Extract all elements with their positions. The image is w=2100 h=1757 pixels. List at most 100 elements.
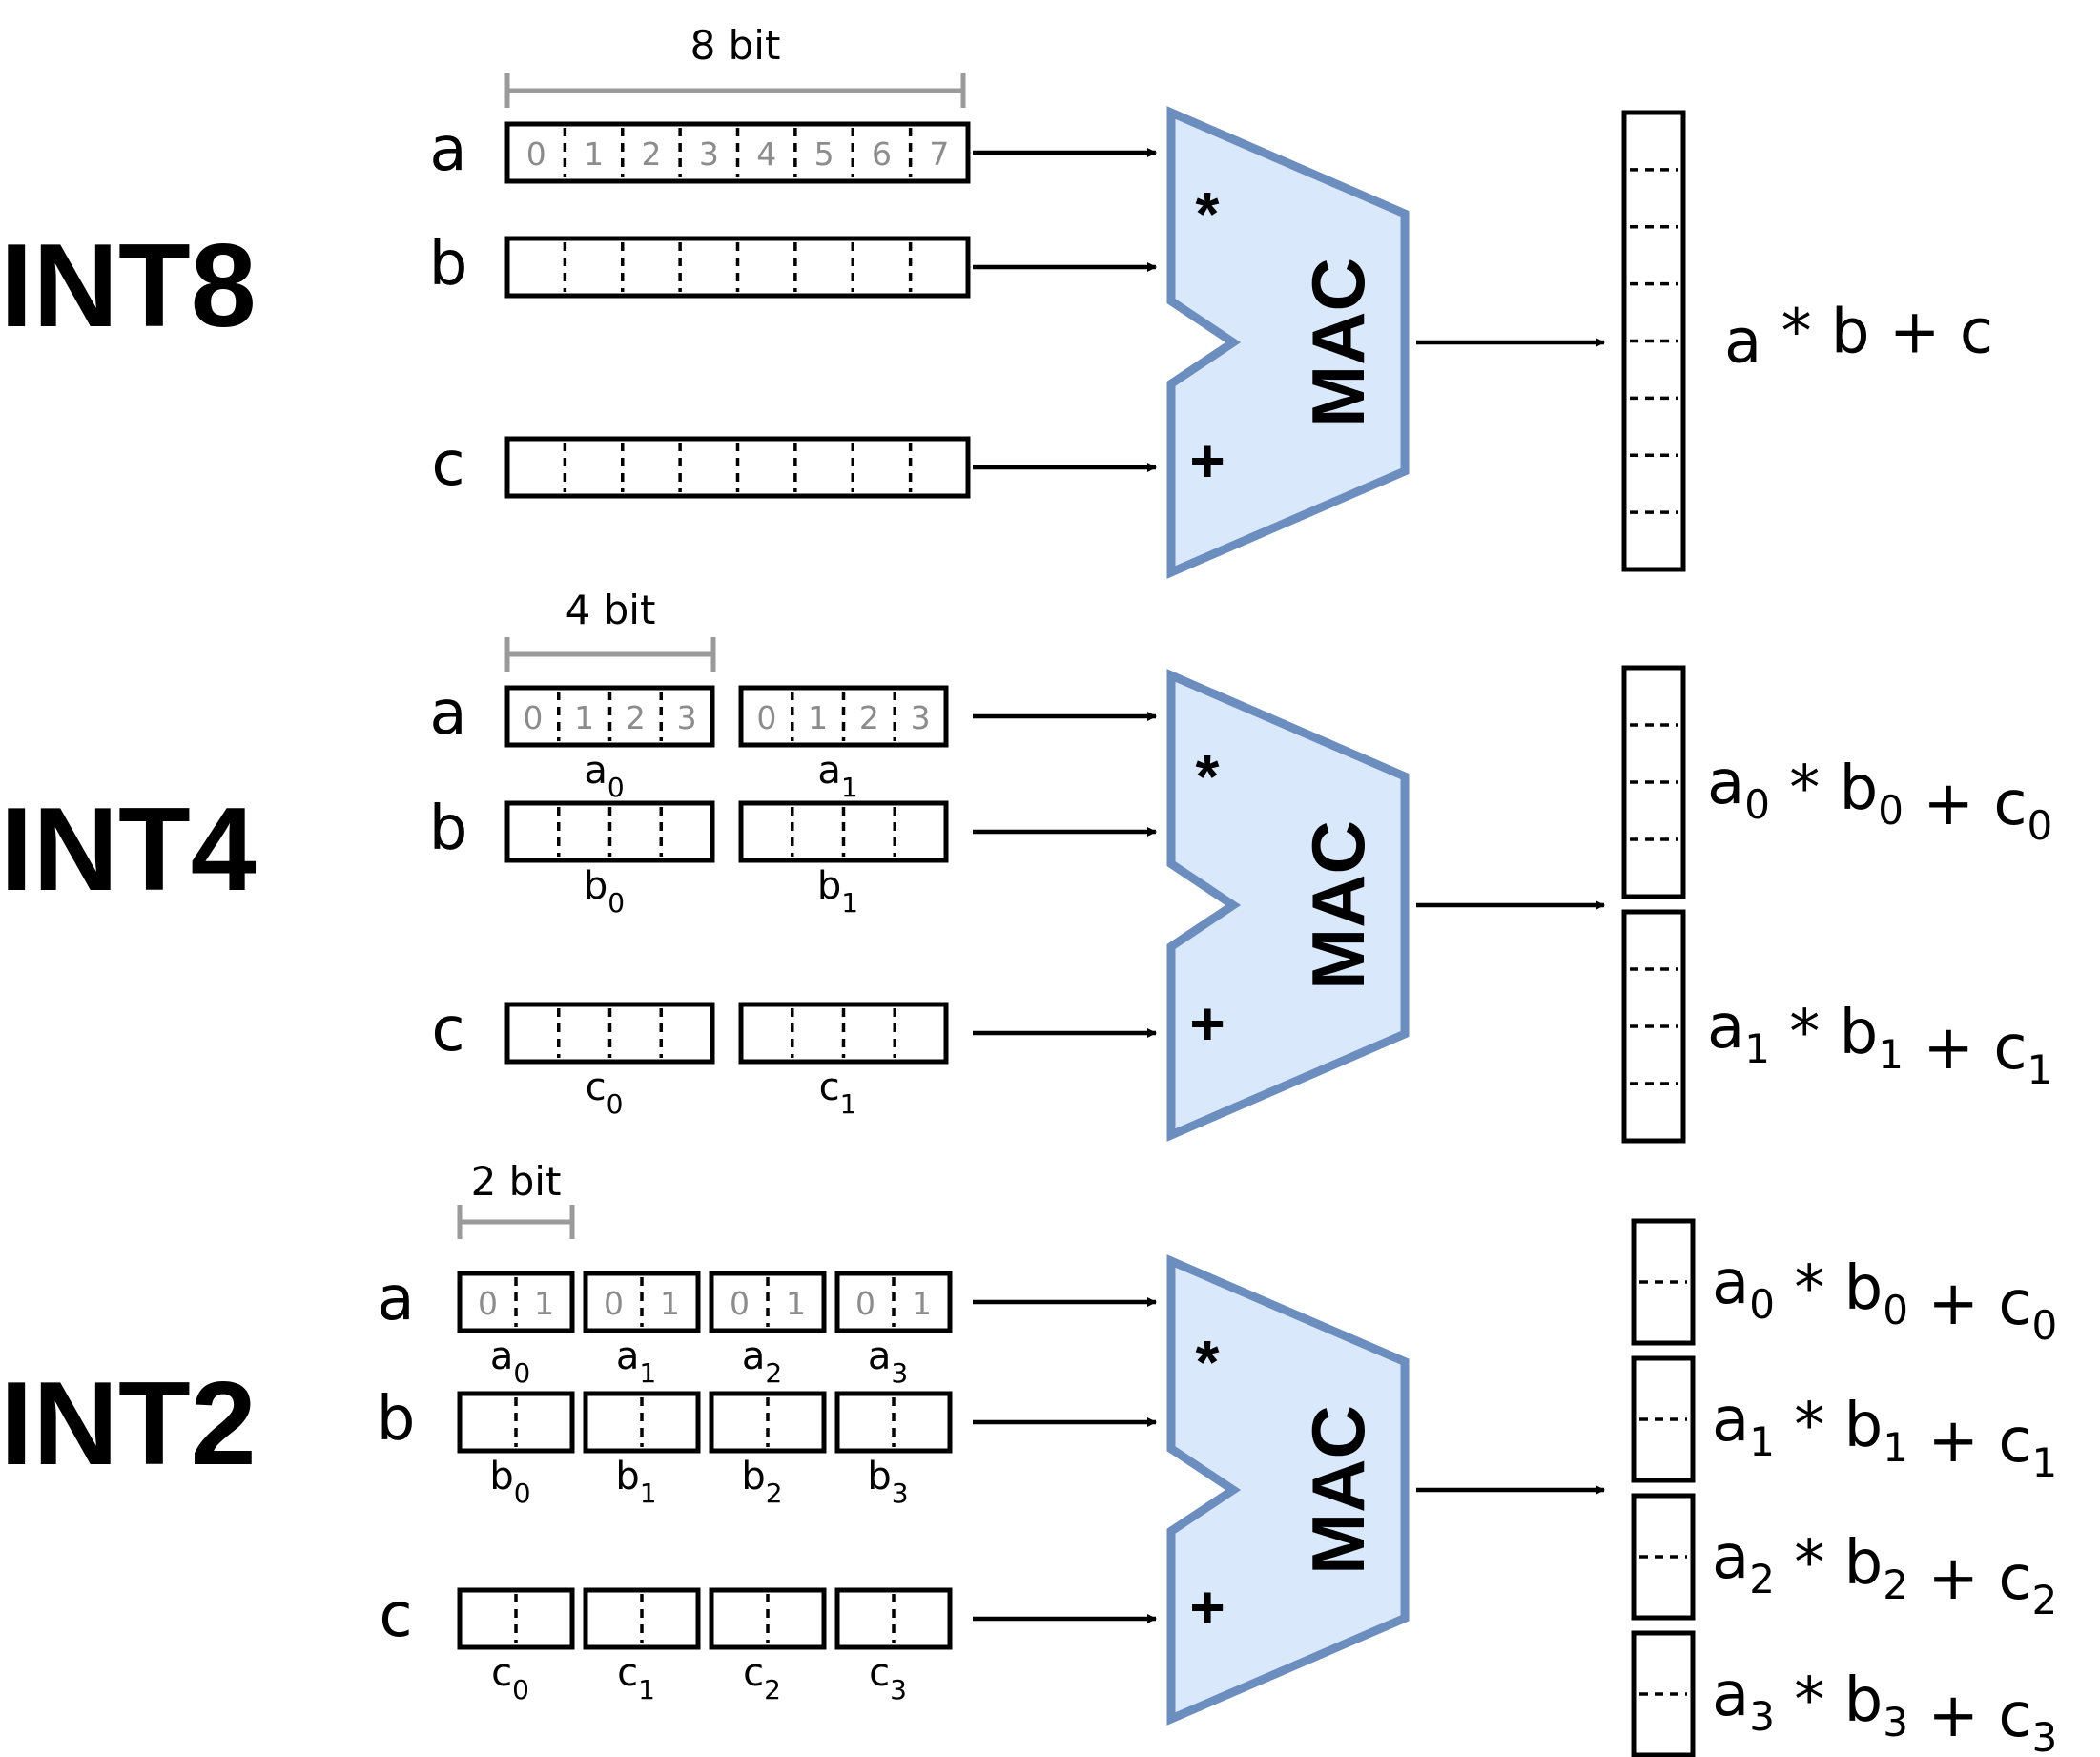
expr-c: c	[1998, 1406, 2031, 1477]
multiply-symbol: *	[1196, 1328, 1220, 1396]
lane-label-b-2-subscript: 2	[766, 1478, 783, 1509]
bit-number: 1	[808, 699, 828, 736]
bit-number: 1	[912, 1285, 932, 1322]
lane-label-c-0-subscript: 0	[607, 1088, 624, 1120]
expr-b-subscript: 1	[1883, 1424, 1908, 1471]
bit-number: 5	[814, 135, 834, 173]
expr-mul: *	[1775, 1391, 1844, 1461]
bit-number: 3	[677, 699, 697, 736]
multiply-symbol: *	[1196, 742, 1220, 811]
expr-b: b	[1844, 1253, 1884, 1324]
expr-a-subscript: 0	[1744, 781, 1770, 828]
bit-number: 1	[574, 699, 594, 736]
lane-label-c-2-subscript: 2	[764, 1674, 781, 1705]
lane-label-c-1-subscript: 1	[840, 1088, 857, 1120]
lane-label-b-3-base: b	[867, 1455, 891, 1499]
expr-c: c	[1960, 298, 1993, 368]
expr-a-subscript: 0	[1749, 1281, 1775, 1328]
lane-label-a-0: a0	[584, 749, 624, 803]
mac-label: MAC	[1296, 1405, 1380, 1575]
register-a-lane-1	[583, 1271, 701, 1333]
lane-label-b-2: b2	[741, 1455, 782, 1509]
lane-label-b-0-base: b	[489, 1455, 513, 1499]
lane-label-a-3: a3	[868, 1334, 908, 1389]
add-symbol: +	[1189, 989, 1225, 1058]
expr-c: c	[1993, 769, 2027, 839]
mac-unit	[1166, 1254, 1410, 1726]
lane-label-b-3: b3	[867, 1455, 908, 1509]
expr-c-subscript: 0	[2028, 802, 2053, 849]
lane-label-c-0-base: c	[586, 1065, 607, 1109]
lane-label-a-3-subscript: 3	[891, 1357, 908, 1389]
expr-mul: *	[1770, 998, 1840, 1068]
expr-b: b	[1840, 754, 1879, 824]
row-label-a: a	[429, 114, 466, 185]
row-label-b: b	[429, 794, 468, 864]
bit-number: 3	[699, 135, 719, 173]
expr-b-subscript: 3	[1883, 1699, 1908, 1746]
bit-number: 2	[626, 699, 646, 736]
lane-label-c-1-subscript: 1	[638, 1674, 655, 1705]
expr-a: a	[1712, 1248, 1749, 1318]
lane-label-a-1-base: a	[817, 749, 841, 793]
lane-label-c-1-base: c	[819, 1065, 840, 1109]
row-label-c: c	[431, 429, 464, 500]
bit-number: 6	[872, 135, 892, 173]
expr-add: +	[1870, 298, 1960, 368]
bit-number: 0	[730, 1285, 750, 1322]
row-label-c: c	[431, 995, 464, 1065]
bit-number: 1	[584, 135, 604, 173]
expr-c: c	[1998, 1681, 2031, 1751]
multiply-symbol: *	[1196, 179, 1220, 248]
row-label-b: b	[429, 229, 468, 300]
expr-mul: *	[1775, 1528, 1844, 1599]
lane-label-b-0: b0	[489, 1455, 530, 1509]
expr-a: a	[1712, 1385, 1749, 1456]
bit-number: 0	[855, 1285, 875, 1322]
lane-label-b-0-subscript: 0	[514, 1478, 531, 1509]
lane-label-a-1-subscript: 1	[639, 1357, 656, 1389]
lane-label-b-0-subscript: 0	[607, 887, 625, 919]
expr-c-subscript: 1	[2032, 1439, 2058, 1486]
output-expression-0: a0 * b0 + c0	[1707, 748, 2052, 849]
lane-label-a-0: a0	[490, 1334, 530, 1389]
expr-a-subscript: 1	[1749, 1418, 1775, 1465]
expr-a-subscript: 1	[1744, 1025, 1770, 1072]
lane-label-b-3-subscript: 3	[892, 1478, 909, 1509]
lane-label-a-1-subscript: 1	[841, 772, 858, 803]
expr-a: a	[1712, 1522, 1749, 1593]
width-label: 8 bit	[690, 22, 781, 69]
bit-number: 0	[478, 1285, 498, 1322]
expr-b: b	[1840, 998, 1879, 1068]
lane-label-a-1: a1	[616, 1334, 656, 1389]
width-label: 2 bit	[471, 1158, 562, 1205]
mac-unit	[1166, 106, 1410, 579]
expr-b: b	[1844, 1391, 1884, 1461]
bit-number: 2	[859, 699, 879, 736]
row-label-b: b	[377, 1384, 416, 1455]
expr-c-subscript: 1	[2028, 1046, 2053, 1093]
bit-number: 0	[526, 135, 546, 173]
expr-b: b	[1844, 1528, 1884, 1599]
output-expression-0: a0 * b0 + c0	[1712, 1248, 2057, 1349]
bit-number: 3	[911, 699, 931, 736]
bit-number: 2	[641, 135, 661, 173]
lane-label-c-1: c1	[617, 1651, 655, 1705]
width-label: 4 bit	[566, 587, 656, 633]
expr-add: +	[1908, 1406, 1998, 1477]
lane-label-c-2-base: c	[743, 1651, 764, 1695]
expr-b-subscript: 0	[1878, 787, 1904, 834]
lane-label-b-2-base: b	[741, 1455, 765, 1499]
expr-mul: *	[1775, 1665, 1844, 1736]
expr-add: +	[1908, 1543, 1998, 1614]
lane-label-a-1-base: a	[616, 1334, 640, 1378]
output-expression-1: a1 * b1 + c1	[1707, 992, 2052, 1093]
bit-number: 4	[756, 135, 776, 173]
lane-label-b-0: b0	[584, 864, 625, 919]
row-label-c: c	[379, 1581, 412, 1651]
lane-label-a-2-subscript: 2	[765, 1357, 782, 1389]
expr-mul: *	[1770, 754, 1840, 824]
bit-number: 1	[534, 1285, 554, 1322]
expr-add: +	[1908, 1681, 1998, 1751]
